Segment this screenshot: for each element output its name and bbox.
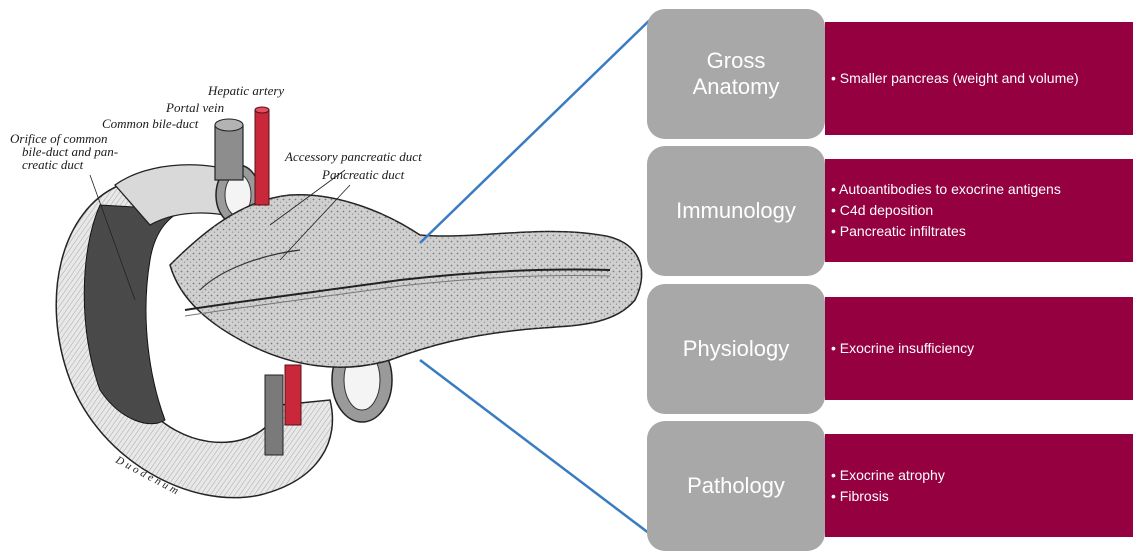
portal-vein-label: Portal vein xyxy=(166,101,224,114)
pancreas-body xyxy=(170,195,642,367)
detail-bullet: • Autoantibodies to exocrine antigens xyxy=(831,179,1133,200)
row-physiology: Physiology • Exocrine insufficiency xyxy=(647,284,1133,414)
row-pathology: Pathology • Exocrine atrophy • Fibrosis xyxy=(647,421,1133,551)
hepatic-artery-label: Hepatic artery xyxy=(208,84,284,97)
row-immunology: Immunology • Autoantibodies to exocrine … xyxy=(647,146,1133,276)
category-title-line: Immunology xyxy=(676,198,796,224)
category-title-line: Pathology xyxy=(687,473,785,499)
category-box-gross-anatomy: Gross Anatomy xyxy=(647,9,825,139)
details-box-immunology: • Autoantibodies to exocrine antigens • … xyxy=(825,159,1133,262)
detail-bullet: • Fibrosis xyxy=(831,486,1133,507)
row-gross-anatomy: Gross Anatomy • Smaller pancreas (weight… xyxy=(647,9,1133,139)
details-box-physiology: • Exocrine insufficiency xyxy=(825,297,1133,400)
details-box-pathology: • Exocrine atrophy • Fibrosis xyxy=(825,434,1133,537)
portal-vein-vessel xyxy=(215,119,243,180)
category-title-line: Gross xyxy=(693,48,780,74)
category-box-pathology: Pathology xyxy=(647,421,825,551)
category-box-physiology: Physiology xyxy=(647,284,825,414)
accessory-duct-label: Accessory pancreatic duct xyxy=(285,150,422,163)
common-bile-duct-label: Common bile-duct xyxy=(102,117,198,130)
category-title-line: Anatomy xyxy=(693,74,780,100)
detail-bullet: • Smaller pancreas (weight and volume) xyxy=(831,68,1133,89)
category-title-line: Physiology xyxy=(683,336,789,362)
hepatic-artery-vessel xyxy=(255,107,269,205)
detail-bullet: • Exocrine insufficiency xyxy=(831,338,1133,359)
pancreas-illustration: Duodenum xyxy=(0,0,660,553)
detail-bullet: • Exocrine atrophy xyxy=(831,465,1133,486)
detail-bullet: • C4d deposition xyxy=(831,200,1133,221)
details-box-gross-anatomy: • Smaller pancreas (weight and volume) xyxy=(825,22,1133,135)
pancreatic-duct-label: Pancreatic duct xyxy=(322,168,404,181)
detail-bullet: • Pancreatic infiltrates xyxy=(831,221,1133,242)
orifice-label: Orifice of common bile-duct and pan- cre… xyxy=(10,132,118,171)
orifice-label-line-3: creatic duct xyxy=(10,158,118,171)
category-box-immunology: Immunology xyxy=(647,146,825,276)
